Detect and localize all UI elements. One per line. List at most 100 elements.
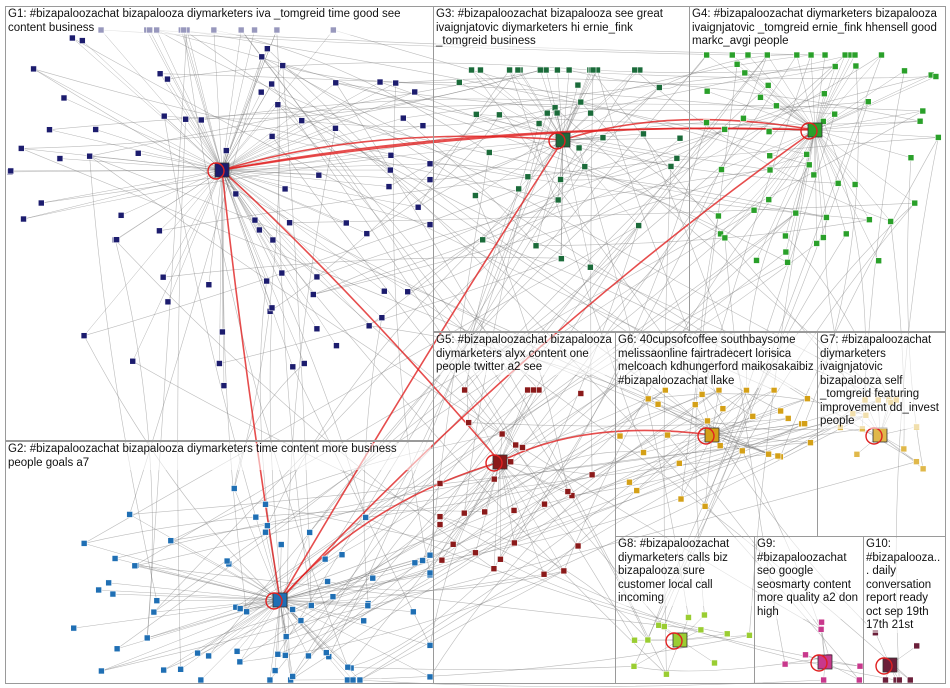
node — [887, 218, 894, 225]
node — [274, 101, 282, 108]
node — [766, 166, 774, 174]
edge — [813, 129, 816, 175]
node — [801, 420, 808, 427]
edge — [221, 169, 267, 282]
node — [411, 88, 419, 96]
edge — [200, 599, 281, 681]
group-g5-label: G5: #bizapaloozachat bizapalooza diymark… — [436, 334, 616, 375]
edge — [493, 461, 501, 569]
edge — [429, 101, 582, 180]
node — [644, 395, 652, 403]
node — [728, 51, 736, 59]
node — [490, 565, 498, 572]
strong-edge — [499, 429, 713, 463]
node — [560, 567, 568, 575]
edge — [279, 599, 369, 604]
edge — [475, 139, 564, 196]
edge — [514, 398, 808, 544]
edge — [562, 69, 592, 141]
node — [764, 82, 772, 89]
edge — [201, 98, 581, 121]
node — [315, 171, 323, 179]
node — [269, 236, 277, 244]
node — [321, 555, 329, 563]
node — [60, 94, 68, 102]
edge — [732, 54, 816, 131]
edge — [153, 599, 281, 613]
node — [385, 183, 393, 190]
edge — [560, 129, 725, 181]
edge — [221, 82, 396, 171]
edge — [277, 599, 281, 655]
node — [159, 273, 167, 281]
edge — [180, 599, 281, 670]
node — [485, 149, 493, 156]
node — [251, 216, 259, 224]
edge — [489, 139, 564, 153]
node — [236, 605, 244, 612]
node — [80, 332, 88, 339]
edge — [208, 599, 281, 657]
edge — [282, 65, 460, 83]
node — [262, 501, 269, 508]
node — [901, 67, 908, 75]
edge — [439, 461, 501, 525]
edge — [814, 129, 839, 184]
node — [676, 134, 684, 142]
edge — [112, 593, 281, 601]
node — [616, 432, 624, 440]
edge — [213, 29, 223, 171]
node — [564, 488, 572, 495]
edge — [221, 169, 290, 223]
edge — [23, 169, 223, 220]
node — [575, 144, 583, 152]
node — [258, 53, 266, 61]
self-loop — [548, 132, 566, 150]
node — [853, 451, 861, 458]
edge — [471, 69, 743, 452]
edge — [499, 393, 581, 463]
edge — [562, 69, 641, 141]
node — [514, 66, 522, 74]
node — [589, 66, 597, 74]
node — [656, 84, 663, 91]
node — [338, 551, 346, 559]
self-loop — [485, 454, 503, 472]
edge — [313, 154, 807, 295]
node — [630, 663, 638, 670]
edge — [286, 389, 747, 637]
node — [305, 652, 312, 660]
edge — [753, 129, 816, 211]
edge — [535, 139, 564, 246]
node — [80, 540, 88, 547]
edge — [146, 29, 188, 638]
node — [631, 66, 639, 74]
node — [805, 161, 813, 169]
edge — [540, 69, 564, 141]
node — [177, 666, 184, 673]
node — [749, 413, 757, 420]
edge — [84, 543, 281, 601]
node — [715, 212, 722, 220]
edge — [736, 64, 816, 131]
node — [289, 606, 296, 613]
node — [807, 51, 815, 59]
node — [472, 549, 479, 557]
edge — [814, 70, 905, 131]
edge — [814, 54, 852, 131]
node — [419, 557, 426, 564]
node — [568, 492, 576, 499]
edge — [543, 415, 867, 575]
group-g10-box: G10: #bizapalooza... daily conversation … — [863, 536, 946, 684]
edge — [138, 153, 223, 171]
node — [329, 593, 337, 600]
node — [512, 441, 519, 449]
node — [313, 325, 321, 333]
node — [56, 155, 64, 162]
edge — [636, 434, 713, 491]
edge — [121, 169, 223, 216]
node — [264, 45, 271, 52]
edge — [482, 139, 564, 240]
node — [554, 66, 561, 74]
node — [764, 51, 771, 59]
